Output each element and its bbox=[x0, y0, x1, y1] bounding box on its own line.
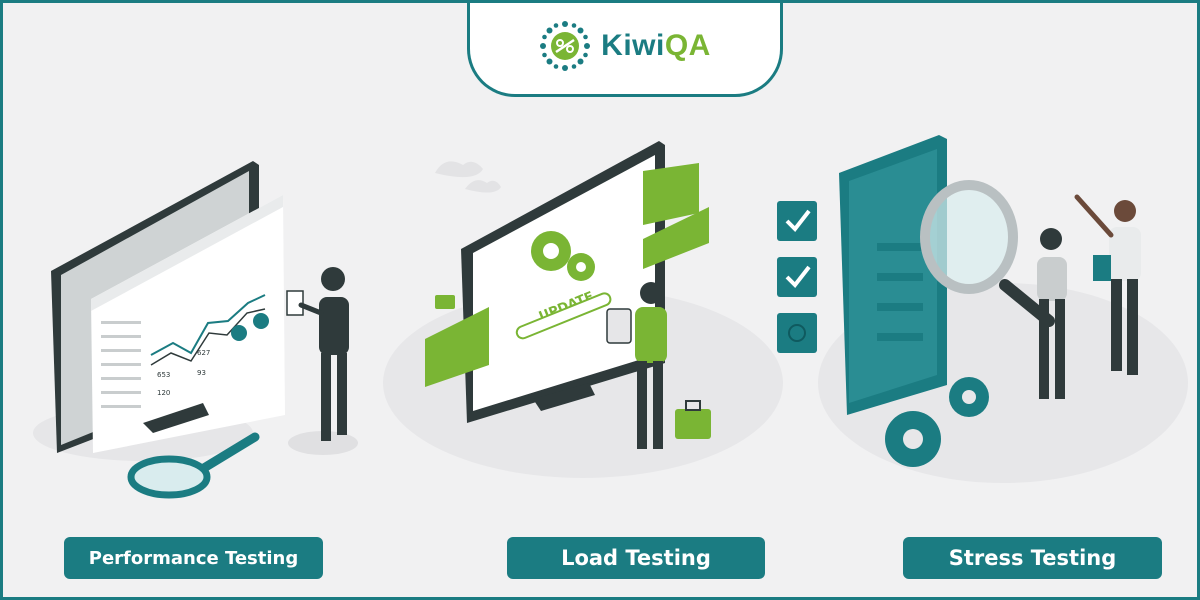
performance-testing-label: Performance Testing bbox=[64, 537, 323, 579]
svg-text:120: 120 bbox=[157, 389, 170, 397]
monitor-update-illustration: UPDATE bbox=[383, 141, 783, 478]
svg-text:627: 627 bbox=[197, 349, 210, 357]
stress-testing-label: Stress Testing bbox=[903, 537, 1162, 579]
mobile-inspection-illustration bbox=[777, 135, 1188, 483]
kiwi-logo-icon bbox=[540, 20, 591, 71]
svg-text:93: 93 bbox=[197, 369, 206, 377]
brand-name: KiwiQA bbox=[601, 28, 711, 62]
illustrations: 653 627 120 93 bbox=[33, 135, 1188, 499]
monitor-analytics-illustration: 653 627 120 93 bbox=[33, 161, 358, 499]
logo-tab: KiwiQA bbox=[467, 3, 783, 97]
svg-text:653: 653 bbox=[157, 371, 170, 379]
load-testing-label: Load Testing bbox=[507, 537, 765, 579]
